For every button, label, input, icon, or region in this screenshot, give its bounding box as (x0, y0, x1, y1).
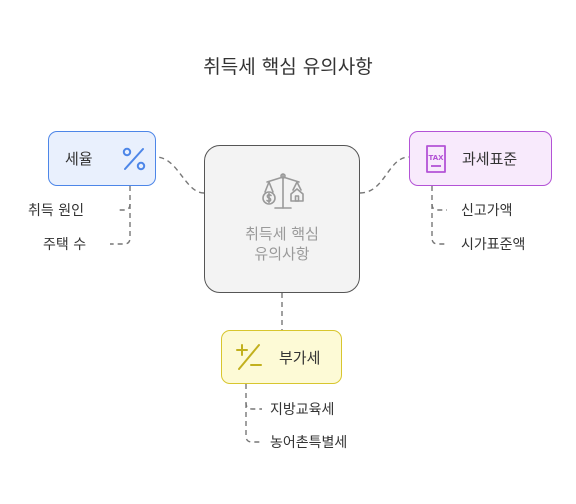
rate-item-1: 취득 원인 (28, 203, 84, 219)
scale-dollar-house-icon (262, 173, 304, 209)
percent-icon (122, 147, 145, 170)
node-standard-label: 과세표준 (462, 150, 518, 168)
node-surtax: 부가세 (221, 330, 342, 384)
center-node: 취득세 핵심 유의사항 (204, 145, 360, 293)
node-rate-label: 세율 (65, 150, 93, 168)
node-surtax-label: 부가세 (279, 348, 321, 367)
rate-item-2: 주택 수 (43, 237, 87, 253)
tax-document-icon: TAX (426, 144, 446, 173)
node-standard: TAX 과세표준 (409, 131, 552, 186)
node-rate: 세율 (48, 131, 156, 186)
center-label-line2: 유의사항 (254, 245, 310, 263)
center-label: 취득세 핵심 유의사항 (205, 224, 359, 264)
diagram-title: 취득세 핵심 유의사항 (203, 56, 373, 78)
surtax-item-2: 농어촌특별세 (270, 435, 348, 451)
center-label-line1: 취득세 핵심 (245, 225, 319, 243)
svg-text:TAX: TAX (428, 154, 444, 162)
surtax-item-1: 지방교육세 (270, 402, 335, 418)
standard-item-2: 시가표준액 (461, 237, 526, 253)
standard-item-1: 신고가액 (461, 203, 513, 219)
plus-minus-icon (236, 344, 262, 370)
